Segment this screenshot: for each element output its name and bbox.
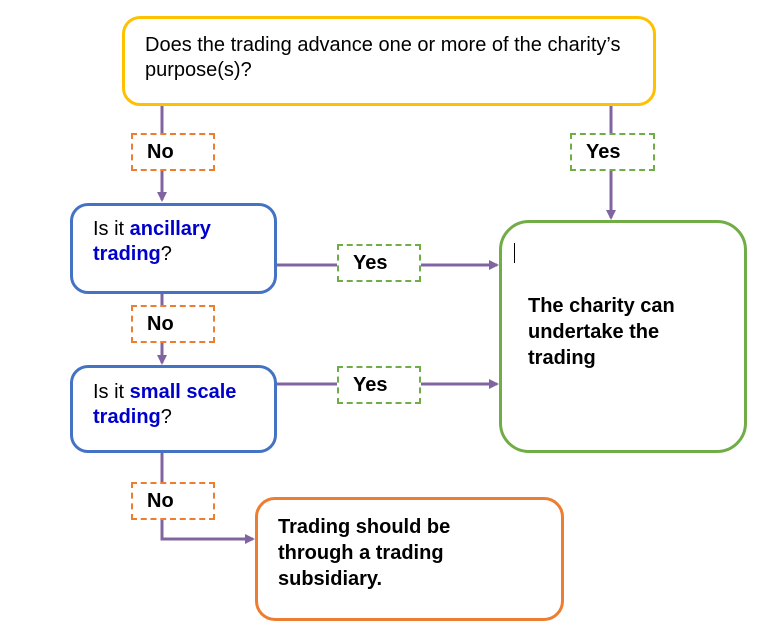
label-no-1: No xyxy=(131,133,215,171)
result-subsidiary-text: Trading should be through a trading subs… xyxy=(278,516,451,590)
label-no-2: No xyxy=(131,305,215,343)
question-small-scale-suffix: ? xyxy=(160,406,172,428)
question-purpose-box: Does the trading advance one or more of … xyxy=(122,16,656,106)
text-cursor xyxy=(514,243,515,263)
question-ancillary-suffix: ? xyxy=(160,243,172,265)
question-ancillary-keyword: ancillary trading xyxy=(93,218,211,265)
label-yes-3: Yes xyxy=(337,366,421,404)
label-yes-1: Yes xyxy=(570,133,655,171)
result-subsidiary-box: Trading should be through a trading subs… xyxy=(255,497,564,621)
label-yes-2: Yes xyxy=(337,244,421,282)
question-purpose-text: Does the trading advance one or more of … xyxy=(145,34,621,81)
arrow-small-to-subsidiary xyxy=(160,453,255,544)
result-undertake-text: The charity can undertake the trading xyxy=(528,295,675,369)
label-no-3: No xyxy=(131,482,215,520)
question-ancillary-prefix: Is it xyxy=(93,218,130,240)
question-small-scale-box: Is it small scale trading? xyxy=(70,365,277,453)
question-small-scale-prefix: Is it xyxy=(93,381,130,403)
result-undertake-box: The charity can undertake the trading xyxy=(499,220,747,453)
question-ancillary-box: Is it ancillary trading? xyxy=(70,203,277,294)
question-small-scale-keyword: small scale trading xyxy=(93,381,237,428)
